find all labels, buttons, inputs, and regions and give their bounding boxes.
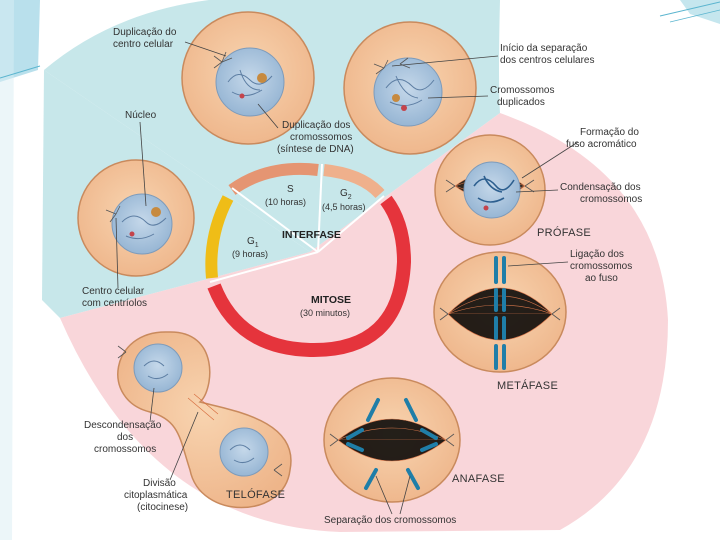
g1-phase-arc bbox=[205, 195, 234, 279]
g1-label: G1 bbox=[247, 236, 259, 249]
svg-text:Ligação dos: Ligação dos bbox=[570, 249, 624, 260]
svg-text:centro celular: centro celular bbox=[113, 39, 174, 50]
g1-time: (9 horas) bbox=[232, 249, 268, 259]
interfase-label: INTERFASE bbox=[282, 229, 341, 241]
svg-text:Núcleo: Núcleo bbox=[125, 110, 157, 121]
svg-text:duplicados: duplicados bbox=[497, 97, 545, 108]
svg-text:Separação dos cromossomos: Separação dos cromossomos bbox=[324, 515, 456, 526]
label-inicio-sep: Início da separação dos centros celulare… bbox=[391, 43, 595, 67]
svg-text:fuso acromático: fuso acromático bbox=[566, 139, 637, 150]
mitose-label: MITOSE bbox=[311, 294, 351, 306]
cycle-ring bbox=[205, 162, 412, 358]
svg-text:(síntese de DNA): (síntese de DNA) bbox=[277, 144, 354, 155]
label-dup-cromos: Duplicação dos cromossomos (síntese de D… bbox=[257, 103, 354, 155]
cell-anaphase bbox=[323, 377, 461, 503]
mitose-time: (30 minutos) bbox=[300, 308, 350, 318]
label-separacao: Separação dos cromossomos bbox=[324, 475, 456, 526]
label-nucleo: Núcleo bbox=[125, 110, 157, 207]
cell-prophase bbox=[434, 134, 546, 246]
s-label: S bbox=[287, 184, 294, 195]
svg-text:dos centros celulares: dos centros celulares bbox=[500, 55, 595, 66]
g2-time: (4,5 horas) bbox=[322, 202, 366, 212]
svg-text:Duplicação do: Duplicação do bbox=[113, 27, 177, 38]
phase-profase: PRÓFASE bbox=[537, 226, 591, 239]
label-ligacao: Ligação dos cromossomos ao fuso bbox=[507, 249, 632, 284]
svg-text:cromossomos: cromossomos bbox=[94, 444, 156, 455]
svg-text:citoplasmática: citoplasmática bbox=[124, 490, 188, 501]
cell-centro-duplication bbox=[181, 11, 315, 145]
phase-telofase: TELÓFASE bbox=[226, 488, 285, 501]
phase-metafase: METÁFASE bbox=[497, 379, 558, 392]
svg-text:cromossomos: cromossomos bbox=[580, 194, 642, 205]
svg-text:Divisão: Divisão bbox=[143, 478, 176, 489]
mitosis-phase-arc bbox=[207, 195, 412, 358]
label-centro-centriolos: Centro celular com centríolos bbox=[82, 217, 147, 309]
svg-text:Duplicação dos: Duplicação dos bbox=[282, 120, 350, 131]
label-divisao: Divisão citoplasmática (citocinese) bbox=[124, 411, 199, 513]
g2-phase-arc bbox=[323, 164, 385, 199]
cell-telophase bbox=[117, 331, 292, 509]
label-formacao-fuso: Formação do fuso acromático bbox=[521, 127, 639, 179]
label-dup-centro: Duplicação do centro celular bbox=[113, 27, 227, 57]
svg-text:Início da separação: Início da separação bbox=[500, 43, 588, 54]
svg-text:ao fuso: ao fuso bbox=[585, 273, 618, 284]
label-descondensacao: Descondensação dos cromossomos bbox=[84, 387, 162, 455]
s-time: (10 horas) bbox=[265, 197, 306, 207]
label-cromos-dup: Cromossomos duplicados bbox=[427, 85, 554, 108]
svg-text:Formação do: Formação do bbox=[580, 127, 639, 138]
svg-text:Cromossomos: Cromossomos bbox=[490, 85, 554, 96]
svg-text:Condensação dos: Condensação dos bbox=[560, 182, 641, 193]
s-phase-arc bbox=[228, 162, 319, 195]
svg-text:com centríolos: com centríolos bbox=[82, 298, 147, 309]
svg-text:Descondensação: Descondensação bbox=[84, 420, 162, 431]
cell-g1 bbox=[77, 159, 195, 277]
label-condensacao: Condensação dos cromossomos bbox=[515, 182, 642, 205]
svg-text:Centro celular: Centro celular bbox=[82, 286, 145, 297]
cell-metaphase bbox=[433, 251, 567, 373]
svg-text:cromossomos: cromossomos bbox=[290, 132, 352, 143]
svg-text:cromossomos: cromossomos bbox=[570, 261, 632, 272]
g2-label: G2 bbox=[340, 188, 352, 201]
cell-centro-separation bbox=[343, 21, 477, 155]
svg-text:dos: dos bbox=[117, 432, 133, 443]
svg-text:(citocinese): (citocinese) bbox=[137, 502, 188, 513]
phase-anafase: ANAFASE bbox=[452, 473, 505, 485]
